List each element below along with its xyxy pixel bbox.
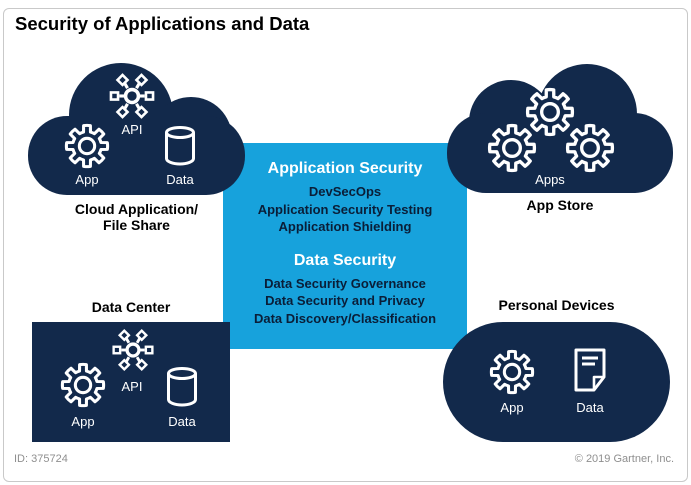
cloud-application-caption: Cloud Application/ File Share xyxy=(28,201,245,233)
app-label: App xyxy=(75,172,99,187)
apps-label: Apps xyxy=(535,172,565,187)
api-label: API xyxy=(121,379,143,394)
footer-id: ID: 375724 xyxy=(14,453,68,465)
data-security-heading: Data Security xyxy=(293,251,397,269)
page-title: Security of Applications and Data xyxy=(15,13,310,34)
caption-line-1: Cloud Application/ xyxy=(74,201,199,217)
data-center-caption: Data Center xyxy=(91,299,171,315)
gear-icon xyxy=(565,123,615,173)
database-cylinder-icon xyxy=(163,365,201,409)
data-security-item: Data Security Governance xyxy=(264,275,426,291)
footer-copyright: © 2019 Gartner, Inc. xyxy=(574,453,674,465)
app-security-item: Application Shielding xyxy=(278,219,412,234)
data-label: Data xyxy=(576,400,604,415)
app-label: App xyxy=(500,400,524,415)
gear-icon xyxy=(487,123,537,173)
data-center-box: API App Data xyxy=(32,322,230,442)
security-panel: Application Security DevSecOps Applicati… xyxy=(223,143,467,349)
personal-devices-node: Personal Devices App Data xyxy=(443,297,670,442)
data-center-node: Data Center API App Data xyxy=(32,299,230,442)
caption-line-2: File Share xyxy=(103,216,170,233)
gear-icon xyxy=(489,349,535,395)
cloud-application-node: API App Data Cloud Application/ File Sha… xyxy=(28,58,245,238)
application-security-heading: Application Security xyxy=(267,160,423,177)
data-security-item: Data Security and Privacy xyxy=(265,293,425,308)
app-security-item: Application Security Testing xyxy=(257,201,433,217)
data-security-item: Data Discovery/Classification xyxy=(253,310,437,326)
personal-devices-caption: Personal Devices xyxy=(498,297,615,313)
data-label: Data xyxy=(166,172,194,187)
gear-icon xyxy=(60,362,106,408)
app-store-node: Apps App Store xyxy=(447,56,673,221)
app-label: App xyxy=(71,414,95,429)
api-hub-icon xyxy=(110,327,156,373)
api-hub-icon xyxy=(107,71,157,121)
app-security-item: DevSecOps xyxy=(308,184,382,199)
app-store-caption: App Store xyxy=(526,197,594,213)
document-icon xyxy=(569,347,611,393)
database-cylinder-icon xyxy=(161,124,199,168)
personal-devices-shape: App Data xyxy=(443,322,670,442)
gear-icon xyxy=(64,123,110,169)
data-label: Data xyxy=(168,414,196,429)
api-label: API xyxy=(121,122,143,137)
page-border xyxy=(3,8,688,482)
